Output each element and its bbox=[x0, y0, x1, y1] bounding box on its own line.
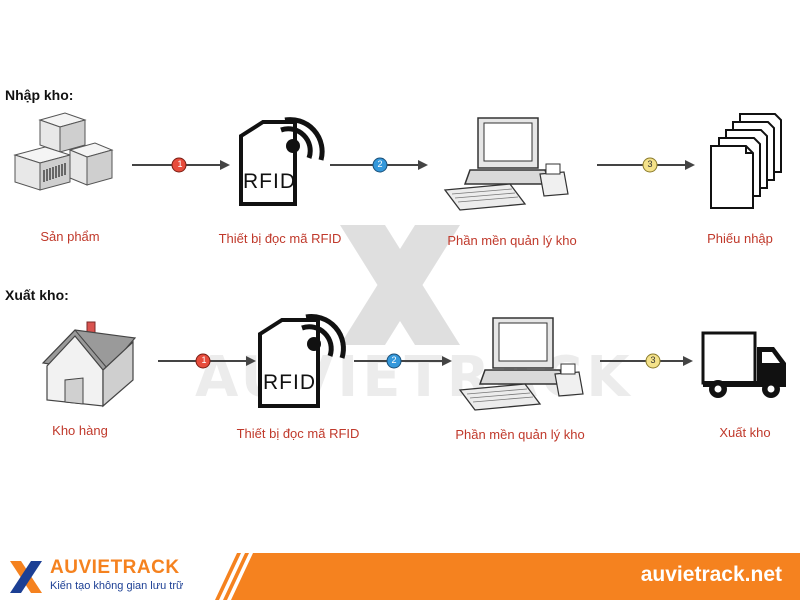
arrow-1-export bbox=[158, 353, 256, 369]
website-link[interactable]: auvietrack.net bbox=[640, 563, 782, 586]
brand-slogan: Kiến tạo không gian lưu trữ bbox=[50, 580, 184, 592]
computer-icon bbox=[443, 117, 569, 211]
footer-bar: AUVIETRACK Kiến tạo không gian lưu trữ a… bbox=[0, 553, 800, 600]
documents-icon bbox=[710, 113, 782, 209]
step-3-import: 3 bbox=[647, 159, 653, 169]
rfid-text: RFID bbox=[243, 170, 296, 193]
label-rfid-import: Thiết bị đọc mã RFID bbox=[218, 231, 342, 246]
truck-icon bbox=[701, 331, 786, 398]
step-1-export: 1 bbox=[201, 355, 207, 365]
import-section-title: Nhập kho: bbox=[5, 87, 74, 103]
step-3-export: 3 bbox=[650, 355, 656, 365]
step-1-import: 1 bbox=[177, 159, 183, 169]
label-kho-hang: Kho hàng bbox=[52, 423, 108, 438]
brand-logo-icon bbox=[10, 561, 42, 593]
warehouse-icon bbox=[41, 321, 137, 408]
label-software-export: Phần mền quản lý kho bbox=[455, 427, 585, 442]
arrow-3-export bbox=[600, 353, 693, 369]
rfid-reader-icon bbox=[239, 117, 325, 206]
arrow-1-import bbox=[132, 157, 230, 173]
arrow-2-import bbox=[330, 157, 428, 173]
label-xuat-kho: Xuất kho bbox=[719, 425, 771, 440]
label-software-import: Phần mền quản lý kho bbox=[447, 233, 577, 248]
rfid-reader-icon bbox=[258, 314, 346, 408]
watermark-logo-icon bbox=[340, 225, 460, 345]
arrow-3-import bbox=[597, 157, 695, 173]
arrow-2-export bbox=[354, 353, 452, 369]
brand-name: AUVIETRACK bbox=[50, 557, 180, 578]
label-san-pham: Sản phẩm bbox=[40, 229, 100, 244]
computer-icon bbox=[458, 317, 584, 411]
footer-stripes-icon bbox=[215, 553, 253, 600]
rfid-text: RFID bbox=[263, 371, 316, 394]
boxes-icon bbox=[13, 112, 114, 191]
export-section-title: Xuất kho: bbox=[5, 287, 69, 303]
label-rfid-export: Thiết bị đọc mã RFID bbox=[236, 426, 360, 441]
step-2-import: 2 bbox=[377, 159, 383, 169]
label-phieu-nhap: Phiếu nhập bbox=[707, 231, 773, 246]
step-2-export: 2 bbox=[391, 355, 397, 365]
